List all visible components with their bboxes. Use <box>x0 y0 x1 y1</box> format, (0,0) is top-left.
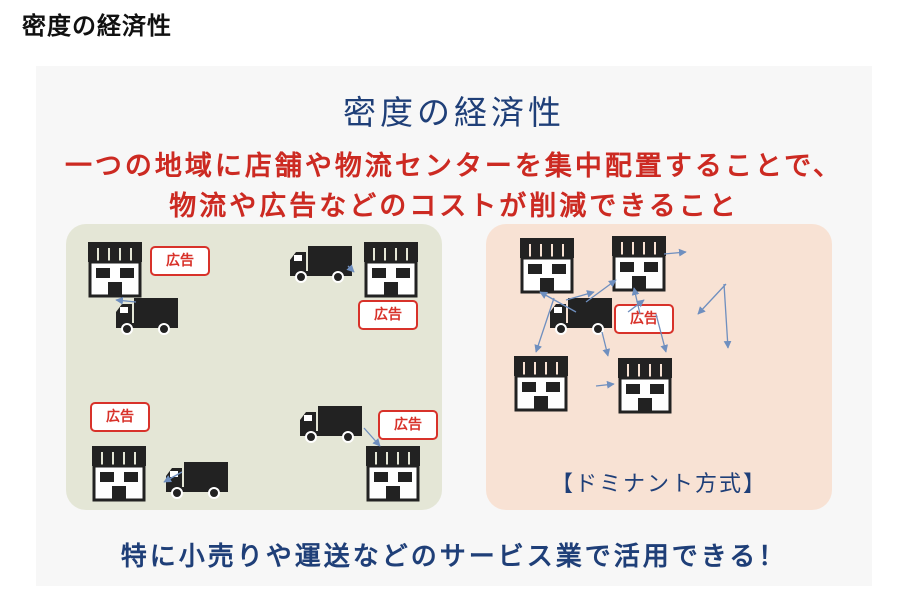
store-icon <box>614 356 676 414</box>
dominant-strategy-panel: 広告 【ドミナント方式】 <box>486 224 832 510</box>
truck-icon <box>288 244 354 284</box>
ad-badge: 広告 <box>378 410 438 440</box>
scattered-stores-panel: 広告 広告 広告 広告 <box>66 224 442 510</box>
ad-badge: 広告 <box>614 304 674 334</box>
slide: 密度の経済性 一つの地域に店舗や物流センターを集中配置することで、 物流や広告な… <box>36 66 872 586</box>
page-heading: 密度の経済性 <box>22 12 172 40</box>
slide-title: 密度の経済性 <box>343 93 565 132</box>
store-icon <box>362 444 424 502</box>
truck-icon <box>298 404 364 444</box>
truck-icon <box>164 460 230 500</box>
ad-badge: 広告 <box>90 402 150 432</box>
ad-badge: 広告 <box>358 300 418 330</box>
footer-note: 特に小売りや運送などのサービス業で活用できる！ <box>120 542 788 572</box>
store-icon <box>360 240 422 298</box>
description-line-1: 一つの地域に店舗や物流センターを集中配置することで、 <box>64 151 844 182</box>
store-icon <box>510 354 572 412</box>
truck-icon <box>548 296 614 336</box>
description-line-2: 物流や広告などのコストが削減できること <box>169 191 739 222</box>
store-icon <box>84 240 146 298</box>
connection-arrows <box>115 248 732 483</box>
store-icon <box>88 444 150 502</box>
ad-badge: 広告 <box>150 246 210 276</box>
dominant-method-label: 【ドミナント方式】 <box>550 472 767 497</box>
store-icon <box>516 236 578 294</box>
truck-icon <box>114 296 180 336</box>
